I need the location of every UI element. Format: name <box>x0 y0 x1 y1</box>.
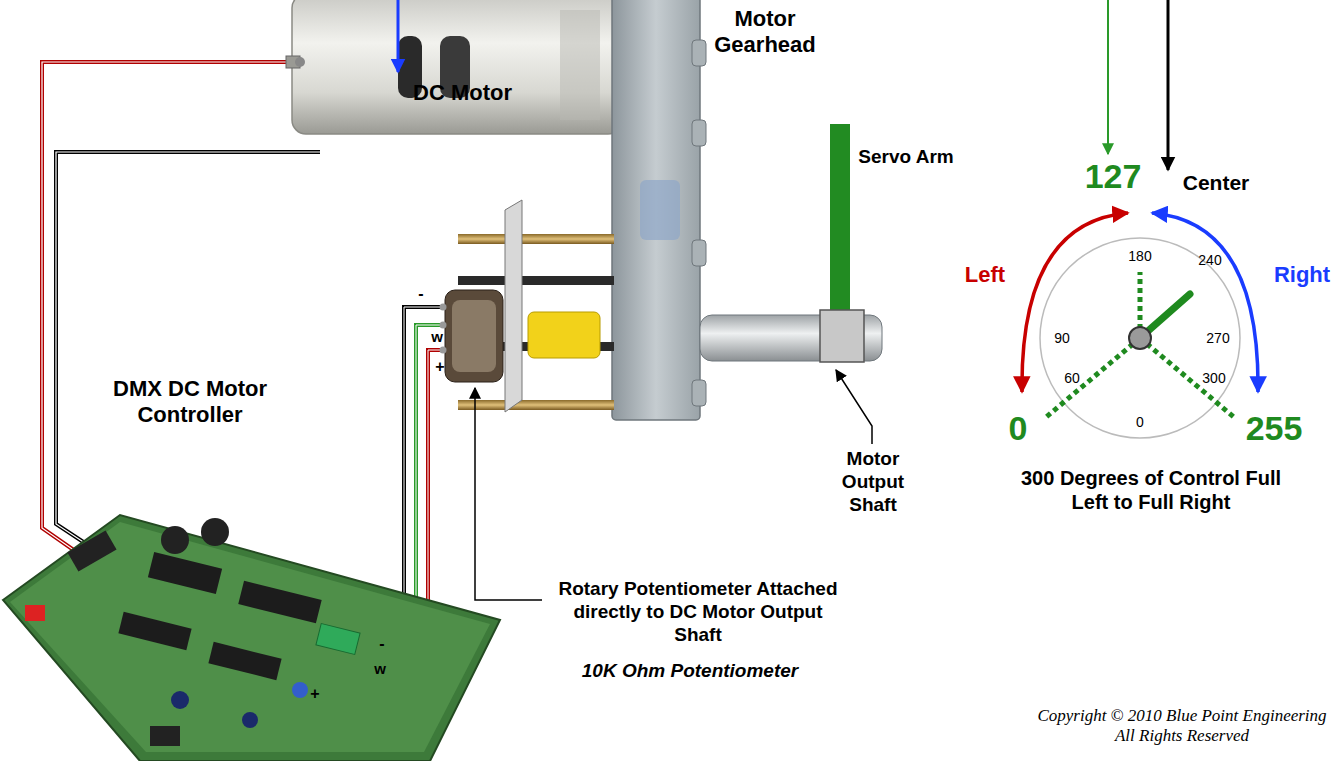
degree-label: 0 <box>1130 414 1150 431</box>
pin-label: - <box>374 634 390 653</box>
degree-label: 240 <box>1192 252 1228 269</box>
degree-label: 300 <box>1196 370 1232 387</box>
pin-label: w <box>430 328 444 346</box>
dmx-value: 0 <box>998 408 1038 449</box>
degree-label: 90 <box>1048 330 1076 347</box>
pin-label: - <box>413 284 429 303</box>
degree-label: 180 <box>1122 248 1158 265</box>
part-label: DMX DC Motor Controller <box>60 376 320 429</box>
degree-label: 60 <box>1058 370 1086 387</box>
pin-label: w <box>372 660 388 678</box>
part-label: Motor Output Shaft <box>818 448 928 516</box>
dmx-value: 127 <box>1078 156 1148 197</box>
dial-label: Left <box>955 262 1015 288</box>
caption-note: 300 Degrees of Control Full Left to Full… <box>1016 466 1286 514</box>
dmx-value: 255 <box>1236 408 1312 449</box>
copyright-note: Copyright © 2010 Blue Point Engineering … <box>1026 706 1338 747</box>
pin-label: + <box>306 684 324 703</box>
dial-label: Center <box>1176 170 1256 195</box>
part-label: 10K Ohm Potentiometer <box>540 660 840 683</box>
part-label: DC Motor <box>385 80 540 106</box>
degree-label: 270 <box>1200 330 1236 347</box>
part-label: Rotary Potentiometer Attached directly t… <box>548 578 848 646</box>
part-label: Motor Gearhead <box>690 6 840 59</box>
dial-label: Right <box>1266 262 1338 288</box>
part-label: Servo Arm <box>858 146 954 169</box>
pin-label: + <box>432 357 448 376</box>
